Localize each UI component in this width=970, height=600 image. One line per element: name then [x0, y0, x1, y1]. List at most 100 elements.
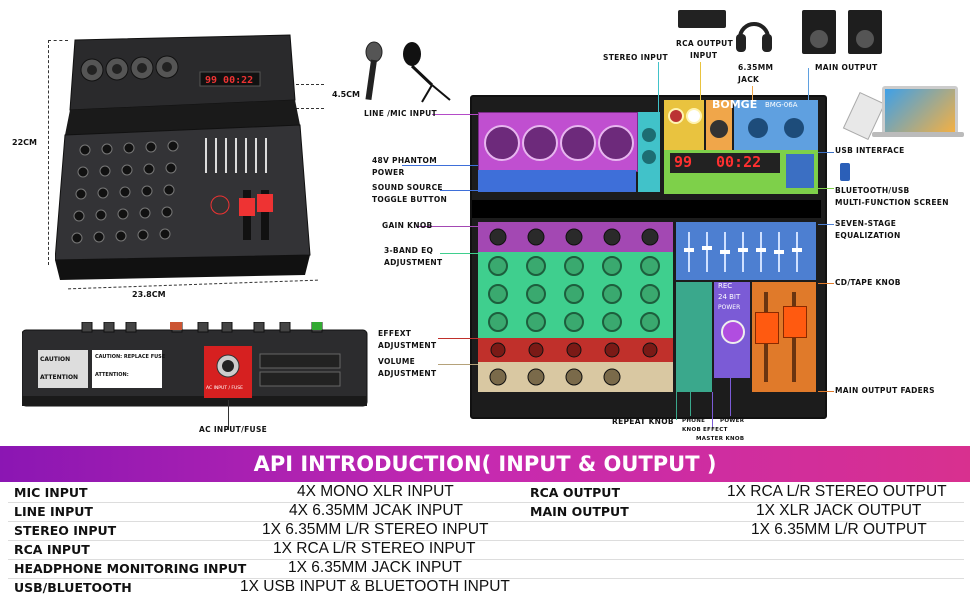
width-dimension-label: 23.8CM	[132, 290, 166, 299]
main-out-jack-l	[748, 118, 768, 138]
callout-gain: GAIN KNOB	[382, 221, 433, 230]
callout-line-usb	[818, 152, 834, 153]
power-label: POWER	[718, 304, 741, 311]
main-fader-r[interactable]	[783, 306, 807, 338]
depth-dimension-label: 4.5CM	[332, 90, 361, 99]
rear-ac-label: AC INPUT / FUSE	[206, 386, 243, 391]
callout-effect-1: EFFEXT	[378, 329, 412, 338]
channel-knobs	[488, 228, 660, 386]
spec-name: MIC INPUT	[14, 485, 88, 500]
callout-usb-interface: USB INTERFACE	[835, 146, 905, 155]
callout-source-2: TOGGLE BUTTON	[372, 195, 448, 204]
callout-line-mic-input: LINE /MIC INPUT	[364, 109, 437, 118]
rca-zone	[664, 100, 704, 150]
stereo-jack-l	[642, 128, 656, 142]
rear-panel-illustration	[22, 322, 368, 407]
callout-line-eq	[440, 253, 478, 254]
callout-volume-1: VOLUME	[378, 357, 416, 366]
callout-power: POWER	[720, 418, 745, 424]
callout-line-power	[730, 378, 731, 416]
stereo-jack-r	[642, 150, 656, 164]
callout-phone-1: PHONE	[682, 418, 706, 424]
depth-dimension-line-2	[296, 108, 324, 109]
callout-eq-1: 3-BAND EQ	[384, 246, 434, 255]
rear-caution-title-2: CAUTION: REPLACE FUSE	[95, 354, 166, 360]
callout-cd-tape: CD/TAPE KNOB	[835, 278, 901, 287]
callout-line-main-faders	[818, 391, 834, 392]
callout-bluetooth-2: MULTI-FUNCTION SCREEN	[835, 198, 949, 207]
master-knobs-zone	[676, 282, 712, 392]
callout-effect-master-1: EFFECT	[703, 427, 728, 433]
callout-jack-2: JACK	[738, 75, 760, 84]
spec-value: 1X 6.35MM JACK INPUT	[288, 559, 462, 576]
rec-label: REC	[718, 282, 733, 290]
spec-name: RCA OUTPUT	[530, 485, 620, 500]
callout-eq-2: ADJUSTMENT	[384, 258, 443, 267]
rear-attention-title: ATTENTION	[40, 374, 79, 381]
microphone-icons	[365, 41, 451, 103]
table-row-divider	[8, 540, 964, 541]
rear-caution-title: CAUTION	[40, 356, 71, 363]
callout-rca-1: RCA OUTPUT	[676, 39, 733, 48]
callout-line-main-output	[808, 68, 809, 100]
xlr-jack-1	[484, 125, 520, 161]
usb-zone	[786, 154, 814, 188]
callout-line-gain	[416, 226, 478, 227]
callout-line-repeat	[676, 392, 677, 420]
speaker-cone-right	[856, 30, 874, 48]
rca-jack-white	[686, 108, 702, 124]
callout-phantom-1: 48V PHANTOM	[372, 156, 437, 165]
phantom-zone	[478, 170, 636, 192]
rear-attention-title-2: ATTENTION:	[95, 372, 129, 378]
rca-jack-red	[668, 108, 684, 124]
spec-name: HEADPHONE MONITORING INPUT	[14, 561, 247, 576]
callout-line-effect-master	[712, 392, 713, 428]
spec-name: STEREO INPUT	[14, 523, 117, 538]
xlr-jack-3	[560, 125, 596, 161]
callout-line-stereo	[658, 62, 659, 112]
callout-repeat: REPEAT KNOB	[612, 417, 674, 426]
table-row-divider	[8, 521, 964, 522]
spec-value: 1X RCA L/R STEREO INPUT	[273, 540, 476, 557]
ac-input-callout: AC INPUT/FUSE	[199, 425, 268, 434]
callout-phantom-2: POWER	[372, 168, 405, 177]
depth-dimension-line	[296, 84, 324, 85]
callout-jack-1: 6.35MM	[738, 63, 774, 72]
callout-line-phone	[690, 392, 691, 416]
callout-line-mic	[432, 114, 478, 115]
main-out-jack-r	[784, 118, 804, 138]
callout-line-effect	[438, 338, 478, 339]
callout-effect-master-2: MASTER KNOB	[696, 436, 745, 442]
table-row-divider	[8, 578, 964, 579]
api-banner-title: API INTRODUCTION( INPUT & OUTPUT )	[253, 452, 717, 476]
callout-volume-2: ADJUSTMENT	[378, 369, 437, 378]
callout-seven-stage-1: SEVEN-STAGE	[835, 219, 897, 228]
phone-jack	[710, 120, 728, 138]
table-row-divider	[8, 559, 964, 560]
laptop-icon	[882, 86, 958, 136]
api-banner	[0, 446, 970, 482]
callout-stereo-input: STEREO INPUT	[603, 53, 668, 62]
rca-output-device	[678, 10, 726, 28]
callout-seven-stage-2: EQUALIZATION	[835, 231, 901, 240]
callout-line-bluetooth	[818, 188, 834, 189]
spec-value: 4X MONO XLR INPUT	[297, 483, 454, 500]
xlr-jack-4	[598, 125, 634, 161]
display-channel: 99	[674, 153, 693, 171]
callout-line-volume	[438, 364, 478, 365]
display-clock: 00:22	[716, 153, 762, 171]
mixer-model: BMG-06A	[765, 101, 798, 109]
callout-line-cd-tape	[818, 283, 834, 284]
power-button[interactable]	[721, 320, 745, 344]
dim-tick	[48, 40, 68, 41]
height-dimension-label: 22CM	[12, 138, 37, 147]
table-row-divider	[8, 502, 964, 503]
callout-main-output: MAIN OUTPUT	[815, 63, 878, 72]
laptop-base	[872, 132, 964, 137]
callout-bluetooth-1: BLUETOOTH/USB	[835, 186, 910, 195]
headphones-icon	[736, 22, 772, 52]
phone-bluetooth-icon	[840, 163, 850, 181]
spec-name: MAIN OUTPUT	[530, 504, 629, 519]
main-fader-l[interactable]	[755, 312, 779, 344]
speaker-cone-left	[810, 30, 828, 48]
